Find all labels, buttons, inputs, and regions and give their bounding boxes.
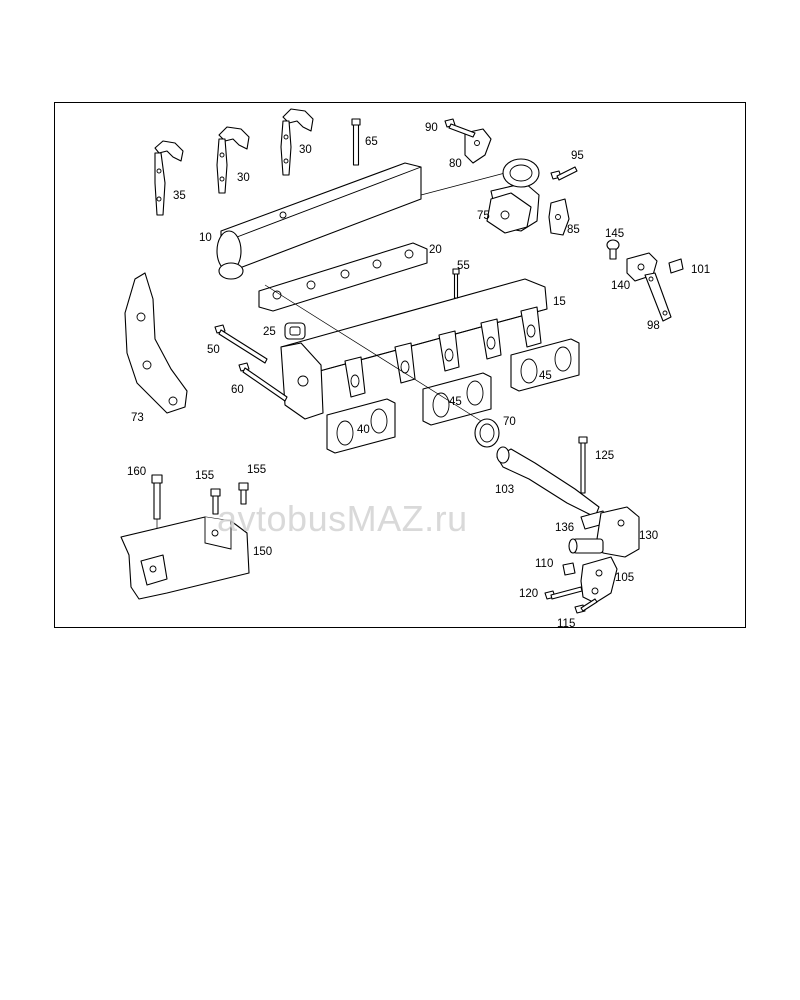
elbow-pipe-75 (486, 158, 540, 234)
part-label: 155 (195, 470, 214, 482)
bolt-155-right (238, 482, 249, 505)
part-label: 45 (539, 370, 552, 382)
bracket-105 (580, 556, 618, 604)
bolt-145 (606, 239, 620, 260)
part-label: 155 (247, 464, 266, 476)
part-label: 120 (519, 588, 538, 600)
part-label: 30 (299, 144, 312, 156)
gasket-20 (258, 242, 428, 312)
part-label: 90 (425, 122, 438, 134)
part-label: 20 (429, 244, 442, 256)
part-label: 125 (595, 450, 614, 462)
part-label: 75 (477, 210, 490, 222)
diagram-canvas: avtobusMAZ.ru 35 30 30 65 90 80 95 75 85… (120, 108, 710, 628)
part-label: 73 (131, 412, 144, 424)
stud-55 (452, 268, 460, 299)
part-label: 95 (571, 150, 584, 162)
link-98 (644, 272, 672, 322)
part-label: 150 (253, 546, 272, 558)
part-label: 15 (553, 296, 566, 308)
part-label: 130 (639, 530, 658, 542)
gasket-45-right (510, 338, 580, 392)
clip-85 (548, 198, 570, 236)
exploded-parts-diagram: avtobusMAZ.ru 35 30 30 65 90 80 95 75 85… (54, 102, 746, 628)
egr-valve-130 (568, 506, 640, 558)
bolt-101 (668, 258, 684, 274)
clip-80 (464, 128, 492, 164)
part-label: 140 (611, 280, 630, 292)
bolt-65 (351, 118, 361, 166)
part-label: 110 (535, 558, 553, 570)
bracket-73 (124, 272, 188, 414)
clamp-30-left (216, 126, 250, 194)
bolt-60 (238, 362, 288, 402)
part-label: 40 (357, 424, 370, 436)
clamp-35 (154, 140, 184, 216)
part-label: 103 (495, 484, 514, 496)
part-label: 160 (127, 466, 146, 478)
bolt-90 (444, 118, 476, 138)
sleeve-70 (264, 284, 500, 448)
exhaust-manifold-15 (280, 278, 548, 420)
bolt-95 (550, 166, 578, 181)
part-label: 45 (449, 396, 462, 408)
bolt-125 (578, 436, 588, 494)
part-label: 50 (207, 344, 220, 356)
part-label: 115 (557, 618, 575, 628)
part-label: 25 (263, 326, 276, 338)
part-label: 10 (199, 232, 212, 244)
part-label: 65 (365, 136, 378, 148)
part-label: 80 (449, 158, 462, 170)
part-label: 85 (567, 224, 580, 236)
bolt-115 (574, 598, 598, 614)
egr-cooler-10 (216, 162, 506, 280)
watermark-text: avtobusMAZ.ru (217, 498, 468, 539)
part-label: 30 (237, 172, 250, 184)
gasket-45-middle (422, 372, 492, 426)
clamp-30-right (280, 108, 314, 176)
part-label: 98 (647, 320, 660, 332)
part-label: 55 (457, 260, 470, 272)
gasket-40 (326, 398, 396, 454)
pipe-103 (496, 446, 600, 518)
part-labels: 35 30 30 65 90 80 95 75 85 10 20 145 101… (127, 122, 710, 628)
part-label: 70 (503, 416, 516, 428)
bolt-120 (544, 586, 583, 600)
part-label: 145 (605, 228, 624, 240)
clip-110 (562, 562, 576, 576)
bolt-50 (214, 324, 268, 364)
part-label: 35 (173, 190, 186, 202)
heat-shield-150 (120, 516, 250, 600)
part-label: 60 (231, 384, 244, 396)
bolt-155-left (210, 488, 221, 515)
part-label: 105 (615, 572, 634, 584)
gasket-25 (284, 322, 306, 340)
part-label: 101 (691, 264, 710, 276)
part-label: 136 (555, 522, 574, 534)
